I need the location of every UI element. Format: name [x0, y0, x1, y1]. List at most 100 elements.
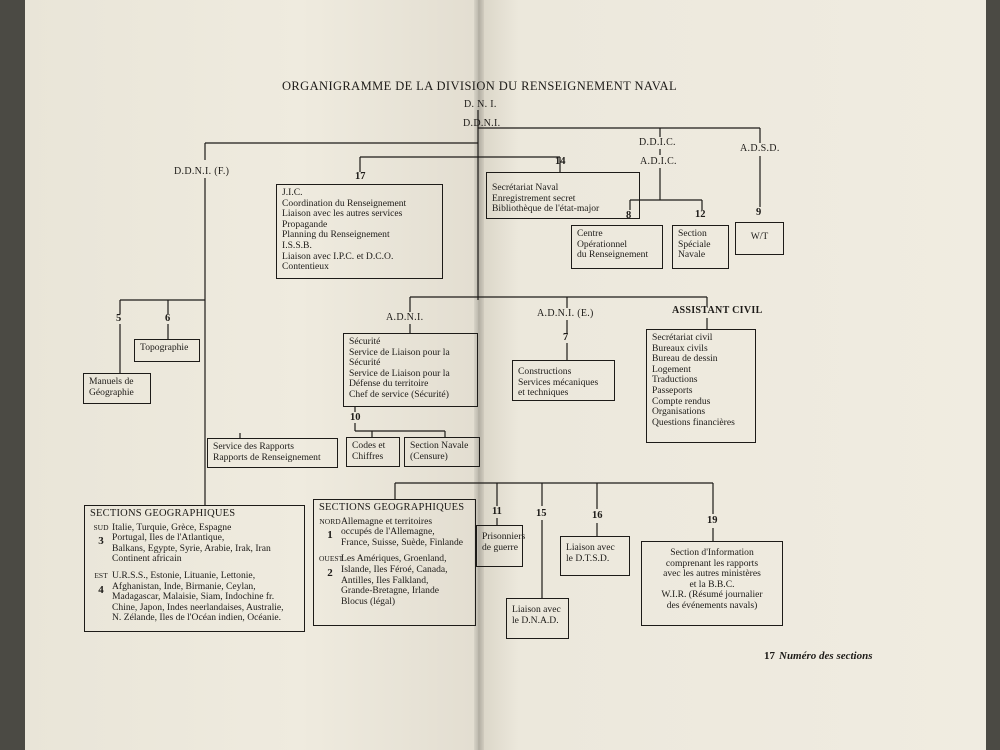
sections-group-nord-lines-line: Allemagne et territoires	[341, 515, 433, 527]
section-number-16: 16	[592, 510, 603, 521]
section-navale-censure-box: Section Navale(Censure)	[404, 437, 480, 467]
section-number-14: 14	[555, 156, 566, 167]
sections-heading-left: SECTIONS GEOGRAPHIQUES	[90, 508, 236, 519]
section-number-4: 4	[98, 583, 104, 596]
sections-group-est-lines-line: Madagascar, Malaisie, Siam, Indochine fr…	[112, 591, 275, 603]
section-information-box-line: des événements navals)	[666, 599, 758, 611]
section-number-8: 8	[626, 210, 632, 221]
section-number-11: 11	[492, 506, 502, 517]
section-number-15: 15	[536, 508, 547, 519]
sections-group-est-lines-line: U.R.S.S., Estonie, Lituanie, Lettonie,	[112, 569, 256, 581]
assistant-civil-box-line: Questions financières	[652, 416, 735, 428]
securite-box-line: Sécurité	[349, 336, 381, 347]
service-rapports-box-line: Rapports de Renseignement	[213, 451, 321, 463]
sections-group-sud-lines-line: Continent africain	[112, 553, 182, 565]
sections-group-ouest-lines: Les Amériques, Groenland,Islande, Iles F…	[341, 554, 448, 607]
sections-group-ouest: OUEST 2 Les Amériques, Groenland,Islande,…	[319, 554, 470, 607]
assistant-civil-box-line: Organisations	[652, 406, 706, 418]
secretariat-box-line: Secrétariat Naval	[492, 182, 559, 193]
assistant-civil-box-line: Logement	[652, 363, 691, 375]
group-dir-est: EST	[94, 570, 108, 580]
wt-box: W/T	[735, 222, 784, 255]
group-dir-ouest: OUEST	[319, 554, 344, 564]
sections-group-est-lines-line: Chine, Japon, Indes neerlandaises, Austr…	[112, 601, 284, 613]
sections-group-sud-lines-line: Portugal, Iles de l'Atlantique,	[112, 532, 225, 544]
secretariat-box-line: Bibliothèque de l'état-major	[492, 203, 600, 215]
section-number-6: 6	[165, 313, 171, 324]
secretariat-box-line: Enregistrement secret	[492, 192, 576, 204]
adsd-label: A.D.S.D.	[740, 143, 780, 154]
section-number-19: 19	[707, 515, 718, 526]
sections-group-est-lines-line: N. Zélande, Iles de l'Océan indien, Océa…	[112, 612, 282, 624]
section-navale-censure-box-line: (Censure)	[410, 450, 448, 462]
sections-group-sud-lines-line: Balkans, Egypte, Syrie, Arabie, Irak, Ir…	[112, 542, 271, 554]
sections-heading-right: SECTIONS GEOGRAPHIQUES	[319, 502, 465, 513]
jic-box-line: I.S.S.B.	[282, 239, 312, 251]
wt-box-line: W/T	[750, 231, 769, 242]
jic-box-line: Liaison avec les autres services	[282, 208, 403, 220]
sections-group-sud-lines-line: Italie, Turquie, Grèce, Espagne	[112, 521, 232, 533]
section-information-box-line: W.I.R. (Résumé journalier	[661, 589, 763, 601]
centre-operationnel-box-line: du Renseignement	[577, 249, 649, 261]
service-rapports-box-line: Service des Rapports	[213, 441, 294, 452]
dni-label: D. N. I.	[464, 99, 497, 110]
adnie-label: A.D.N.I. (E.)	[537, 308, 594, 319]
jic-box-line: Contentieux	[282, 261, 329, 273]
section-speciale-box-line: Spéciale	[678, 238, 711, 250]
securite-box-line: Sécurité	[349, 357, 381, 369]
sections-group-nord-lines-line: occupés de l'Allemagne,	[341, 526, 435, 538]
securite-box-line: Service de Liaison pour la	[349, 367, 450, 379]
manuels-geographie-box-line: Géographie	[89, 386, 134, 398]
section-number-12: 12	[695, 209, 706, 220]
liaison-dnad-box-line: le D.N.A.D.	[512, 614, 559, 626]
constructions-box-line: et techniques	[518, 387, 569, 399]
adic-label: A.D.I.C.	[640, 156, 677, 167]
liaison-dtsd-box-line: le D.T.S.D.	[566, 552, 610, 564]
manuels-geographie-box-line: Manuels de	[89, 376, 134, 387]
jic-box-line: Coordination du Renseignement	[282, 197, 407, 209]
sections-group-ouest-lines-line: Islande, Iles Féroé, Canada,	[341, 563, 448, 575]
jic-box-line: J.I.C.	[282, 187, 303, 198]
sections-group-ouest-lines-line: Blocus (légal)	[341, 595, 396, 607]
topographie-box: Topographie	[134, 339, 200, 362]
section-information-box-line: avec les autres ministères	[663, 568, 761, 580]
constructions-box-line: Constructions	[518, 366, 572, 377]
section-number-9: 9	[756, 207, 762, 218]
liaison-dnad-box-line: Liaison avec	[512, 604, 561, 615]
prisonniers-box-line: de guerre	[482, 541, 518, 553]
assistant-civil-box-line: Passeports	[652, 384, 693, 396]
sections-group-ouest-lines-line: Grande-Bretagne, Irlande	[341, 585, 440, 597]
jic-box-line: Liaison avec I.P.C. et D.C.O.	[282, 250, 394, 262]
securite-box-line: Défense du territoire	[349, 378, 429, 390]
section-information-box-line: comprenant les rapports	[665, 557, 759, 569]
section-information-box-line: et la B.B.C.	[689, 578, 735, 590]
sections-group-nord-lines-line: France, Suisse, Suède, Finlande	[341, 536, 464, 548]
section-speciale-box-line: Section	[678, 228, 707, 239]
codes-chiffres-box-line: Codes et	[352, 440, 386, 451]
section-number-2: 2	[327, 566, 333, 579]
book-spine	[474, 0, 484, 750]
assistant-civil-box-line: Traductions	[652, 374, 698, 386]
assistant-civil-label: ASSISTANT CIVIL	[672, 305, 763, 316]
codes-chiffres-box-line: Chiffres	[352, 450, 384, 462]
assistant-civil-box-line: Secrétariat civil	[652, 332, 713, 343]
section-number-5: 5	[116, 313, 122, 324]
liaison-dtsd-box-line: Liaison avec	[566, 542, 615, 553]
securite-box-line: Service de Liaison pour la	[349, 346, 450, 358]
